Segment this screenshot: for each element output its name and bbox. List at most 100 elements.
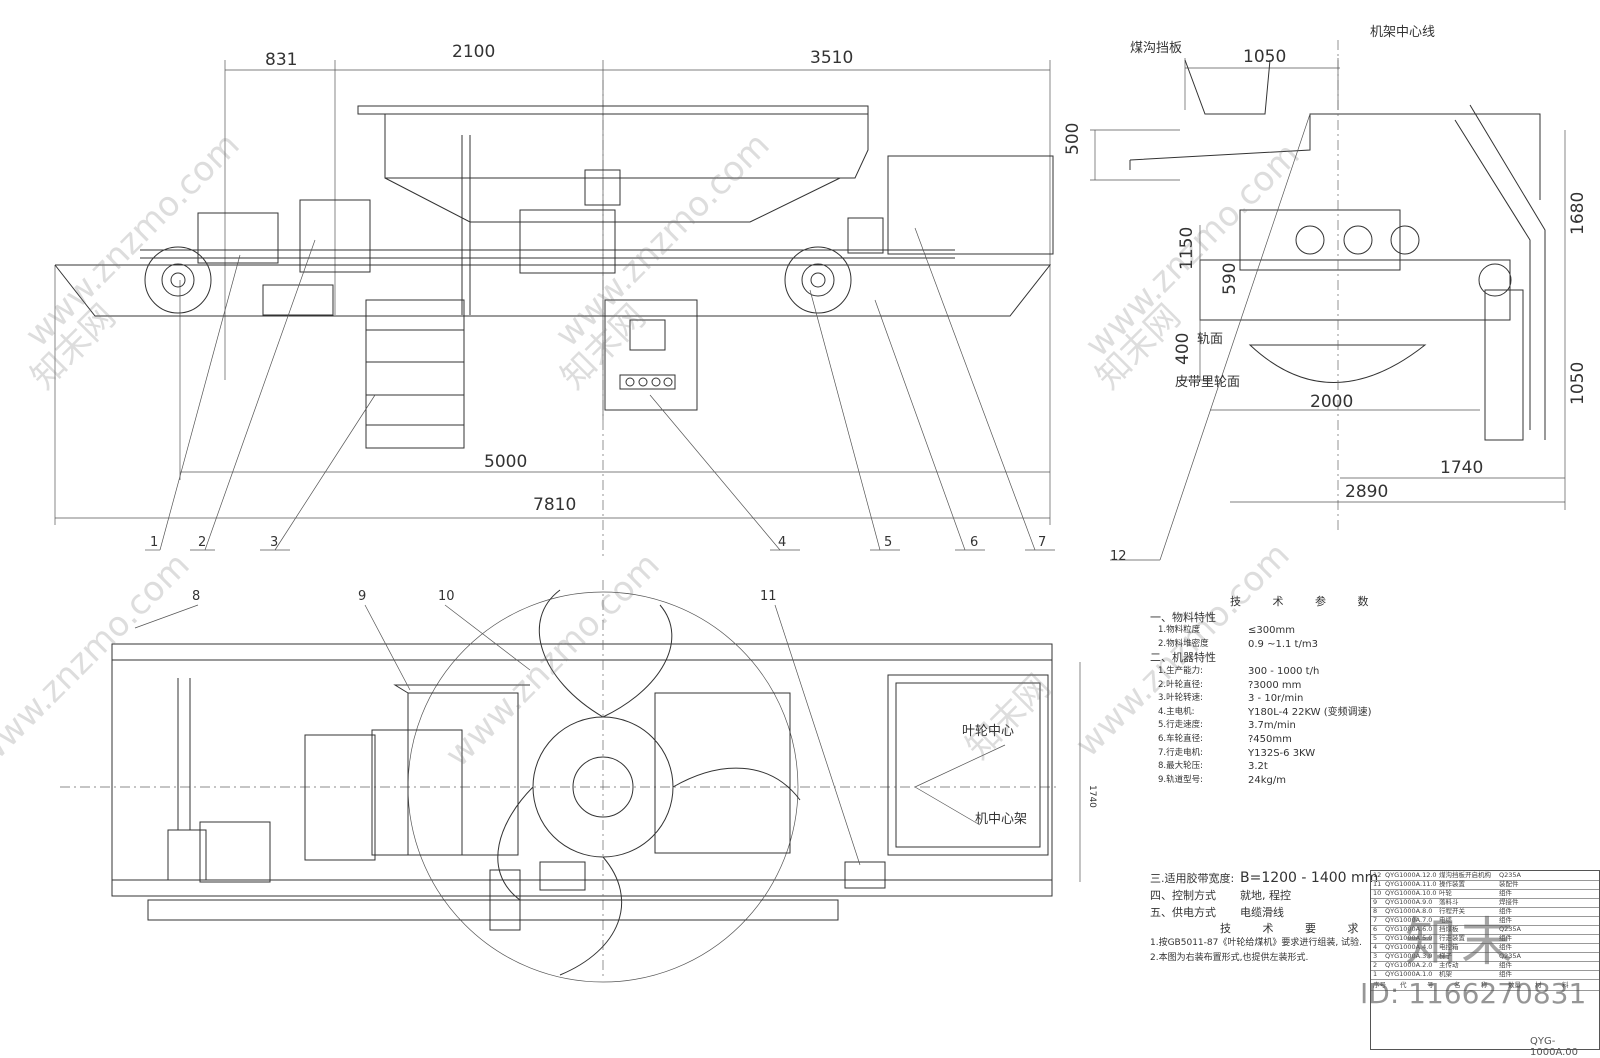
param-row: 五、供电方式 电缆滑线: [1150, 904, 1390, 921]
callout-2: 2: [198, 535, 206, 550]
callout-4: 4: [778, 535, 786, 550]
dim-831: 831: [265, 50, 297, 70]
callout-7: 7: [1038, 535, 1046, 550]
title-block-cell: 装配件: [1499, 880, 1519, 888]
param-key: 2.叶轮直径:: [1158, 679, 1203, 690]
title-block-cell: Q235A: [1499, 871, 1521, 879]
title-block-cell: 主传动: [1439, 961, 1459, 969]
title-block-cell: QYG1000A.12.0: [1385, 871, 1437, 879]
param-value: Y132S-6 3KW: [1248, 747, 1316, 759]
callout-3: 3: [270, 535, 278, 550]
tech-req-item: 1.按GB5011-87《叶轮给煤机》要求进行组装, 试验.: [1150, 938, 1362, 948]
param-value: 3.7m/min: [1248, 720, 1296, 732]
title-block-cell: 9: [1373, 898, 1378, 906]
tech-req-item: 2.本图为右装布置形式,也提供左装形式.: [1150, 953, 1309, 963]
dim-2100: 2100: [452, 42, 495, 62]
dim-2000: 2000: [1310, 392, 1353, 412]
title-block-row: 8 QYG1000A.8.0 行程开关 组件: [1371, 907, 1599, 917]
title-block-cell: QYG1000A.10.0: [1385, 889, 1437, 897]
param-row: 3.叶轮转速:3 - 10r/min: [1150, 692, 1400, 706]
param-row: 9.轨道型号:24kg/m: [1150, 774, 1400, 788]
param-row: 4.主电机:Y180L-4 22KW (变频调速): [1150, 706, 1400, 720]
title-block-cell: 电控箱: [1439, 943, 1459, 951]
param-row: 2.物料堆密度 0.9 ~1.1 t/m3: [1150, 638, 1400, 652]
param-row: 1.生产能力: 300 - 1000 t/h: [1150, 665, 1400, 679]
param-row: 四、控制方式就地, 程控: [1150, 887, 1390, 904]
title-block-cell: QYG1000A.5.0: [1385, 934, 1433, 942]
dim-3510: 3510: [810, 48, 853, 68]
title-block-cell: QYG1000A.11.0: [1385, 880, 1437, 888]
dim-1150: 1150: [1177, 227, 1197, 270]
title-block-cell: 焊接件: [1499, 898, 1519, 906]
callout-12: 12: [1110, 549, 1127, 564]
title-block-cell: 11: [1373, 880, 1382, 888]
param-row: 1.物料粒度≤300mm: [1150, 624, 1400, 638]
title-block-cell: 8: [1373, 907, 1378, 915]
znzmo-logo: 知末: [1405, 913, 1518, 973]
title-block-row: 9 QYG1000A.9.0 落料斗 焊接件: [1371, 898, 1599, 908]
label-belt-surface: 皮带里轮面: [1175, 375, 1240, 390]
tech-section-machine: 二、机器特性: [1150, 651, 1216, 665]
dim-1050-right: 1050: [1568, 362, 1588, 405]
title-block-cell: 组件: [1499, 970, 1512, 978]
param-row: 5.行走速度: 3.7m/min: [1150, 719, 1400, 733]
dim-590: 590: [1220, 263, 1240, 295]
param-key: 2.物料堆密度: [1158, 638, 1209, 649]
param-key: 1.物料粒度: [1158, 625, 1201, 636]
label-frame-centerline: 机架中心线: [1370, 25, 1435, 40]
technical-requirements: 技 术 要 求 1.按GB5011-87《叶轮给煤机》要求进行组装, 试验. 2…: [1150, 921, 1390, 966]
title-block-header-cell: 代: [1400, 981, 1407, 989]
param-key: 6.车轮直径:: [1158, 733, 1203, 744]
param-row: 8.最大轮压:3.2t: [1150, 760, 1400, 774]
label-machine-center-frame: 机中心架: [975, 812, 1027, 827]
title-block-cell: 6: [1373, 925, 1378, 933]
callout-10: 10: [438, 589, 455, 604]
title-block-cell: 组件: [1499, 934, 1512, 942]
tech-section-material: 一、物料特性: [1150, 610, 1216, 624]
title-block-cell: 行程开关: [1439, 907, 1465, 915]
drawing-number: QYG-1000A.00: [1530, 1036, 1579, 1058]
param-key: 三.适用胶带宽度:: [1150, 872, 1235, 885]
callout-1: 1: [150, 535, 158, 550]
title-block-cell: 挡煤板: [1439, 925, 1459, 933]
title-block-cell: 落料斗: [1439, 898, 1459, 906]
tech-req-title: 技 术 要 求: [1220, 922, 1373, 935]
title-block-header-cell: 材: [1535, 981, 1542, 989]
param-value: 电缆滑线: [1240, 906, 1284, 919]
title-block-cell: 5: [1373, 934, 1378, 942]
param-value: ?450mm: [1248, 733, 1292, 745]
title-block-cell: 组件: [1499, 916, 1512, 924]
param-key: 4.主电机:: [1158, 706, 1195, 717]
param-key: 8.最大轮压:: [1158, 761, 1203, 772]
param-key: 3.叶轮转速:: [1158, 693, 1203, 704]
title-block-cell: QYG1000A.9.0: [1385, 898, 1433, 906]
param-key: 1.生产能力:: [1158, 665, 1203, 676]
title-block-cell: 组件: [1499, 889, 1512, 897]
param-key: 五、供电方式: [1150, 906, 1216, 919]
callout-11: 11: [760, 589, 777, 604]
title-block-header-cell: 数量: [1508, 981, 1521, 989]
plan-view: 8 9 10 11 叶轮中心 机中心架 1740: [60, 580, 1097, 983]
front-elevation-view: 831 2100 3510 5000 7810 1 2 3 4 5 6 7: [54, 42, 1055, 560]
title-block-cell: QYG1000A.8.0: [1385, 907, 1433, 915]
title-block-header: 序号代号名称数量材料: [1371, 981, 1599, 991]
param-row: 三.适用胶带宽度:B=1200 - 1400 mm: [1150, 870, 1390, 887]
param-value: ?3000 mm: [1248, 679, 1302, 691]
title-block-cell: QYG1000A.6.0: [1385, 925, 1433, 933]
param-value: 300 - 1000 t/h: [1248, 665, 1320, 677]
title-block-cell: 组件: [1499, 907, 1512, 915]
param-value: 0.9 ~1.1 t/m3: [1248, 638, 1318, 650]
title-block-cell: QYG1000A.1.0: [1385, 970, 1433, 978]
label-coal-baffle: 煤沟挡板: [1130, 41, 1182, 56]
param-key: 5.行走速度:: [1158, 720, 1203, 731]
title-block-cell: 10: [1373, 889, 1382, 897]
param-row: 6.车轮直径: ?450mm: [1150, 733, 1400, 747]
title-block-cell: Q235A: [1499, 952, 1521, 960]
id-text: ID: 1166270831: [1360, 977, 1587, 1010]
param-row: 2.叶轮直径: ?3000 mm: [1150, 679, 1400, 693]
